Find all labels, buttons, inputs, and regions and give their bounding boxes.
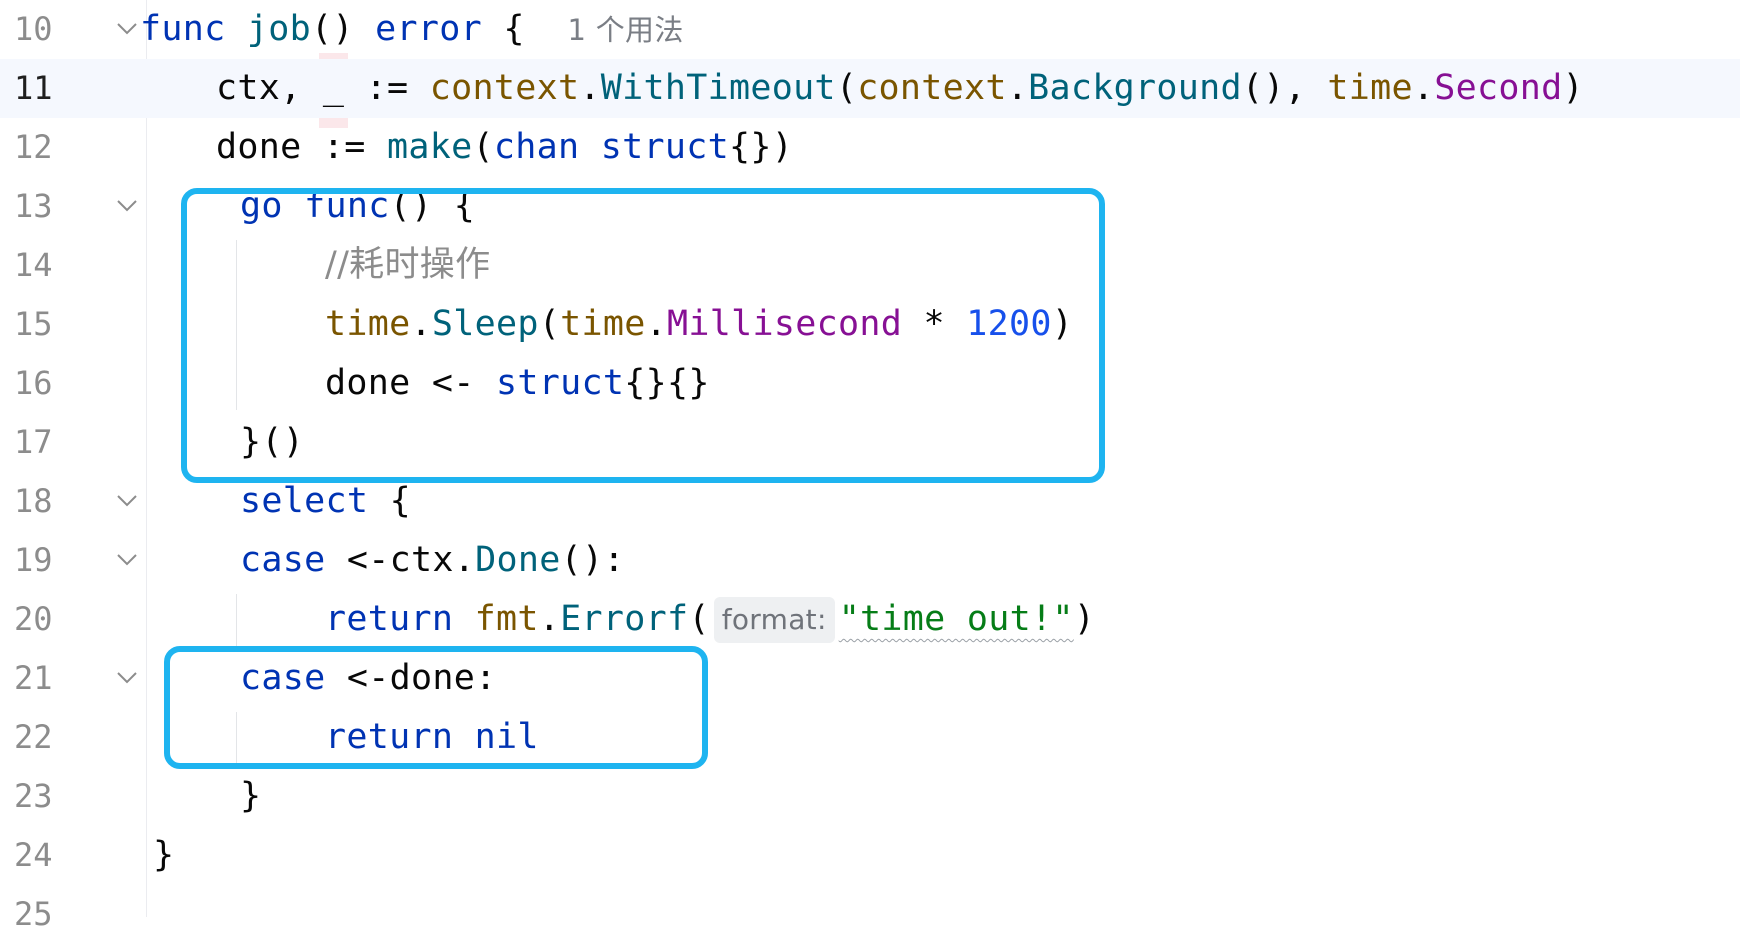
case-done-highlight-box	[164, 646, 708, 769]
line-number[interactable]: 19	[14, 541, 53, 579]
string-literal: "time out!"	[838, 599, 1074, 639]
line-number[interactable]: 17	[14, 423, 53, 461]
code-line-25[interactable]: 25	[0, 885, 1740, 944]
line-number[interactable]: 22	[14, 718, 53, 756]
usages-hint[interactable]: 1 个用法	[567, 13, 684, 47]
line-number[interactable]: 20	[14, 600, 53, 638]
code-line-18[interactable]: 18 select {	[0, 472, 1740, 531]
line-number[interactable]: 23	[14, 777, 53, 815]
code-line-11[interactable]: 11 ctx, _ := context.WithTimeout(context…	[0, 53, 1740, 128]
code-line-10[interactable]: 10 func job() error { 1 个用法	[0, 0, 1740, 59]
code-line-22[interactable]: 22 return nil	[0, 708, 1740, 767]
parameter-hint: format:	[713, 597, 835, 643]
line-number[interactable]: 15	[14, 305, 53, 343]
code-line-16[interactable]: 16 done <- struct{}{}	[0, 354, 1740, 413]
fold-chevron-icon[interactable]	[114, 196, 140, 216]
line-number[interactable]: 13	[14, 187, 53, 225]
fold-chevron-icon[interactable]	[114, 668, 140, 688]
code-line-17[interactable]: 17 }()	[0, 413, 1740, 472]
line-number[interactable]: 16	[14, 364, 53, 402]
code-line-21[interactable]: 21 case <-done:	[0, 649, 1740, 708]
code-line-15[interactable]: 15 time.Sleep(time.Millisecond * 1200)	[0, 295, 1740, 354]
code-comment: //耗时操作	[325, 245, 491, 285]
indent-guide	[236, 594, 237, 649]
line-number[interactable]: 11	[14, 69, 53, 107]
code-line-19[interactable]: 19 case <-ctx.Done():	[0, 531, 1740, 590]
line-number[interactable]: 12	[14, 128, 53, 166]
code-line-14[interactable]: 14 //耗时操作	[0, 236, 1740, 295]
fold-chevron-icon[interactable]	[114, 550, 140, 570]
indent-guide	[236, 712, 237, 767]
fold-chevron-icon[interactable]	[114, 19, 140, 39]
goroutine-highlight-box	[181, 188, 1105, 483]
blank-identifier: _	[318, 53, 349, 128]
code-line-20[interactable]: 20 return fmt.Errorf(format:"time out!")	[0, 590, 1740, 649]
line-number[interactable]: 14	[14, 246, 53, 284]
indent-guide	[236, 240, 237, 410]
line-number[interactable]: 25	[14, 895, 53, 933]
code-line-12[interactable]: 12 done := make(chan struct{})	[0, 118, 1740, 177]
line-number[interactable]: 18	[14, 482, 53, 520]
fold-chevron-icon[interactable]	[114, 491, 140, 511]
line-number[interactable]: 24	[14, 836, 53, 874]
line-number[interactable]: 10	[14, 10, 53, 48]
line-number[interactable]: 21	[14, 659, 53, 697]
code-line-24[interactable]: 24 }	[0, 826, 1740, 885]
code-line-23[interactable]: 23 }	[0, 767, 1740, 826]
gutter-divider	[146, 0, 147, 917]
